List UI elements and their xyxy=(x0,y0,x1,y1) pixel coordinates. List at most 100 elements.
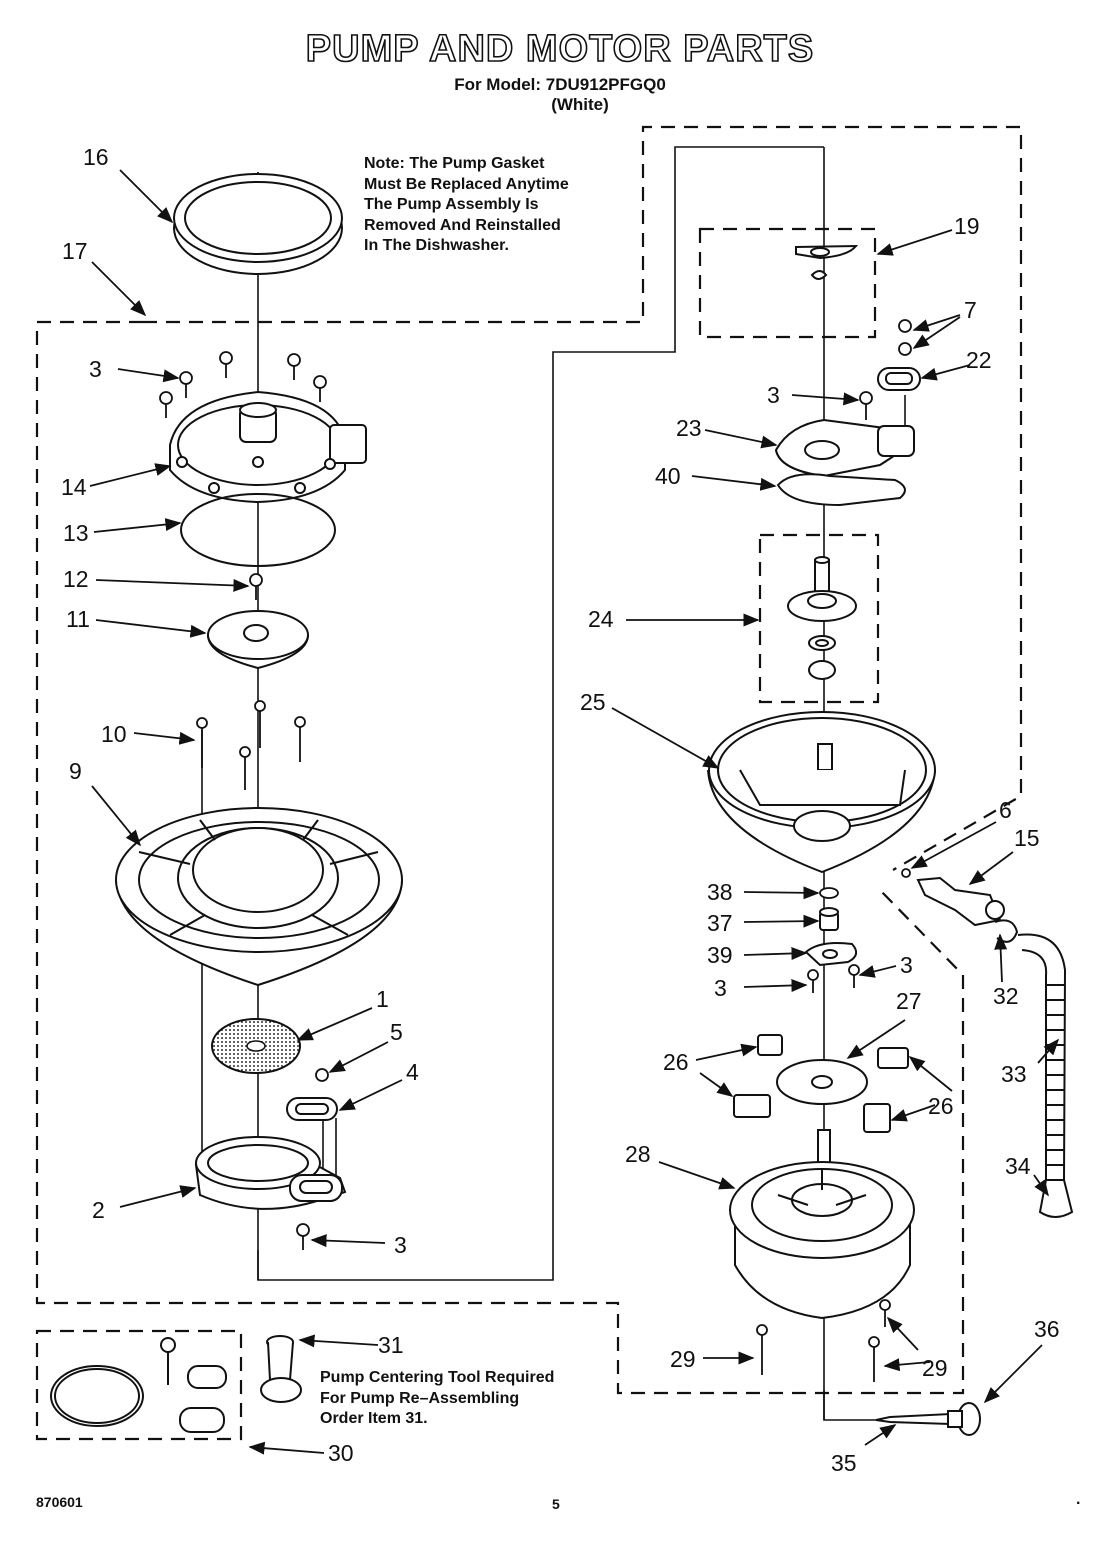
spring-latch xyxy=(795,244,859,280)
impeller-screw xyxy=(249,573,263,600)
part-label-11: 11 xyxy=(66,606,90,632)
part-label-30: 30 xyxy=(328,1440,354,1466)
drain-cap xyxy=(947,1402,981,1436)
bearing-plate xyxy=(804,942,858,967)
part-label-27: 27 xyxy=(896,988,922,1014)
sump-housing xyxy=(707,711,936,874)
part-label-2: 2 xyxy=(92,1197,105,1223)
upper-left-boundary xyxy=(143,125,1023,871)
pump-motor-connector xyxy=(257,146,824,1281)
gasket-kit xyxy=(50,1337,227,1433)
check-ball xyxy=(898,342,912,356)
part-label-26: 26 xyxy=(663,1049,689,1075)
part-label-5: 5 xyxy=(390,1019,403,1045)
pump-centering-tool xyxy=(260,1335,302,1403)
dashed-boundaries xyxy=(35,125,1023,1441)
check-ball xyxy=(315,1068,329,1082)
part-label-22: 22 xyxy=(966,347,992,373)
item-19-box xyxy=(698,227,877,339)
gasket-note-line: In The Dishwasher. xyxy=(364,237,509,254)
doc-number: 870601 xyxy=(36,1494,83,1510)
part-label-15: 15 xyxy=(1014,825,1040,851)
part-labels: 16 17 3 14 13 12 11 10 9 1 5 4 2 3 19 7 … xyxy=(61,144,1060,1476)
hose-end xyxy=(1038,1179,1074,1218)
part-label-12: 12 xyxy=(63,566,89,592)
leader-arrows xyxy=(89,169,1060,1455)
part-label-26: 26 xyxy=(928,1093,954,1119)
part-label-36: 36 xyxy=(1034,1316,1060,1342)
part-label-16: 16 xyxy=(83,144,109,170)
part-label-28: 28 xyxy=(625,1141,651,1167)
left-assembly-boundary xyxy=(35,320,965,1395)
part-label-3: 3 xyxy=(394,1232,407,1258)
color-line: (White) xyxy=(551,95,609,114)
part-label-3: 3 xyxy=(89,356,102,382)
pump-base-housing xyxy=(115,807,403,987)
pump-housing-cover xyxy=(169,390,367,504)
part-label-14: 14 xyxy=(61,474,87,500)
part-label-7: 7 xyxy=(964,297,977,323)
part-label-23: 23 xyxy=(676,415,702,441)
part-label-13: 13 xyxy=(63,520,89,546)
motor-screws xyxy=(756,1299,891,1382)
drain-tube xyxy=(875,1412,951,1426)
gasket-note-line: The Pump Assembly Is xyxy=(364,196,539,213)
part-label-37: 37 xyxy=(707,910,733,936)
part-label-39: 39 xyxy=(707,942,733,968)
part-label-32: 32 xyxy=(993,983,1019,1009)
part-label-35: 35 xyxy=(831,1450,857,1476)
part-label-33: 33 xyxy=(1001,1061,1027,1087)
item-24-box xyxy=(758,533,880,704)
tool-note-line: Pump Centering Tool Required xyxy=(320,1369,555,1386)
drive-motor xyxy=(729,1129,915,1320)
ring-seal xyxy=(877,367,921,391)
housing-screw xyxy=(859,391,873,420)
motor-grommets xyxy=(733,1034,909,1133)
tool-note-line: Order Item 31. xyxy=(320,1410,428,1427)
ring-seal xyxy=(286,1097,338,1121)
footer-dot: . xyxy=(1076,1491,1081,1508)
lower-pump-housing xyxy=(194,1136,347,1210)
cover-screws xyxy=(159,351,327,418)
gasket-note: Note: The Pump Gasket Must Be Replaced A… xyxy=(364,154,624,257)
part-label-3: 3 xyxy=(714,975,727,1001)
part-label-10: 10 xyxy=(101,721,127,747)
part-label-17: 17 xyxy=(62,238,88,264)
page-number: 5 xyxy=(552,1496,560,1512)
model-line: For Model: 7DU912PFGQ0 xyxy=(454,75,666,94)
small-o-ring xyxy=(901,868,911,878)
tool-note: Pump Centering Tool Required For Pump Re… xyxy=(320,1368,620,1430)
item-30-box xyxy=(35,1329,243,1441)
gasket-note-line: Removed And Reinstalled xyxy=(364,216,561,234)
chopper-housing xyxy=(774,418,915,478)
part-label-31: 31 xyxy=(378,1332,404,1358)
part-label-34: 34 xyxy=(1005,1153,1031,1179)
seal-bearing xyxy=(819,907,839,931)
pump-gasket xyxy=(173,173,343,275)
part-label-29: 29 xyxy=(670,1346,696,1372)
part-label-38: 38 xyxy=(707,879,733,905)
part-label-1: 1 xyxy=(376,986,389,1012)
part-label-9: 9 xyxy=(69,758,82,784)
motor-mount-plate xyxy=(776,1059,868,1105)
part-label-24: 24 xyxy=(588,606,614,632)
page-title: PUMP AND MOTOR PARTS xyxy=(305,27,815,71)
part-label-40: 40 xyxy=(655,463,681,489)
drain-connector xyxy=(823,1390,880,1421)
hose-clamp xyxy=(994,919,1019,943)
small-o-ring xyxy=(819,887,839,899)
drain-hose xyxy=(1017,933,1067,1181)
part-label-29: 29 xyxy=(922,1355,948,1381)
chopper-gasket xyxy=(776,473,906,507)
plate-screws xyxy=(807,964,860,993)
part-label-6: 6 xyxy=(999,797,1012,823)
part-label-3: 3 xyxy=(900,952,913,978)
chopper-seal-assembly xyxy=(787,556,857,680)
housing-bolts xyxy=(196,700,306,790)
part-label-19: 19 xyxy=(954,213,980,239)
part-label-3: 3 xyxy=(767,382,780,408)
gasket-note-line: Note: The Pump Gasket xyxy=(364,155,545,172)
part-label-25: 25 xyxy=(580,689,606,715)
drain-valve xyxy=(916,876,1005,927)
